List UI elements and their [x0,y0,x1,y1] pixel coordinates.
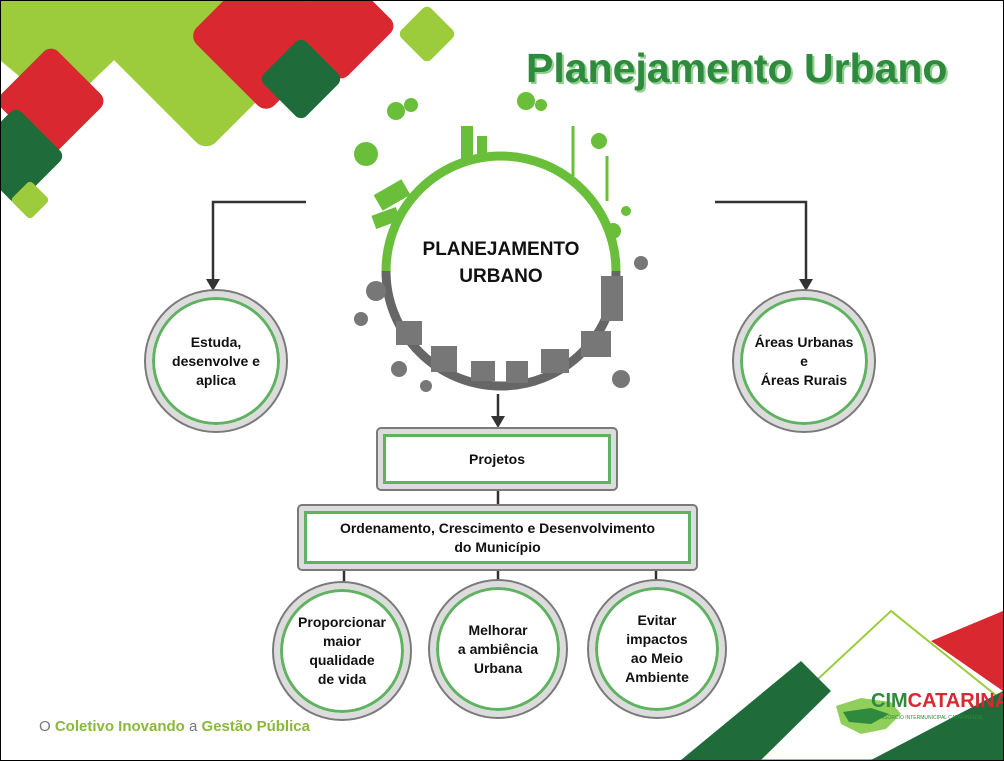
box-projetos: Projetos [378,429,616,489]
circle-proporcionar-line: qualidade [309,652,375,668]
connectors [211,200,808,586]
circle-melhorar: Melhorar a ambiência Urbana [430,581,566,717]
circle-evitar-line: Ambiente [625,669,689,685]
circle-proporcionar-line: de vida [317,671,367,687]
circle-proporcionar: Proporcionar maior qualidade de vida [274,583,410,719]
logo-map-icon [836,698,901,734]
logo-catarina: CATARINA [907,690,1004,712]
footer-part: Coletivo Inovando [54,718,190,735]
circle-proporcionar-line: Proporcionar [298,614,386,630]
cim-catarina-logo: CIMCATARINA CONSÓRCIO INTERMUNICIPAL CAT… [831,684,1003,746]
footer-part: a [189,718,202,735]
logo-wordmark: CIMCATARINA [871,690,1004,713]
circle-melhorar-line: Urbana [473,659,523,676]
box-ordenamento-line: Ordenamento, Crescimento e Desenvolvimen… [339,519,656,536]
page-title: Planejamento Urbano [526,45,948,91]
center-label-line-2: URBANO [459,266,543,287]
circle-proporcionar-line: maior [322,633,362,649]
center-label: PLANEJAMENTO URBANO [401,236,601,290]
footer-tagline: O Coletivo Inovando a Gestão Pública [39,718,310,735]
circle-estuda-line: desenvolve e [172,352,260,369]
circle-areas-line: e [800,352,808,369]
box-projetos-label: Projetos [468,450,525,467]
circle-estuda-line: Estuda, [190,333,242,350]
logo-cim: CIM [871,690,908,712]
corner-decoration-bottom-right [681,609,1003,760]
box-ordenamento: Ordenamento, Crescimento e Desenvolvimen… [299,506,696,569]
center-label-line-1: PLANEJAMENTO [422,239,580,260]
circle-melhorar-line: a ambiência [457,640,539,657]
footer-part: O [39,718,55,735]
circle-areas-line: Áreas Rurais [760,371,848,388]
circle-estuda-line: aplica [196,371,236,388]
circle-evitar-line: Evitar [637,612,677,628]
circle-areas-line: Áreas Urbanas [754,333,854,350]
circle-areas: Áreas Urbanas e Áreas Rurais [734,291,874,431]
planet-graphic [354,92,648,392]
footer-part: Gestão Pública [201,718,310,735]
logo-subtitle: CONSÓRCIO INTERMUNICIPAL CATARINENSE [873,715,984,721]
circle-estuda: Estuda, desenvolve e aplica [146,291,286,431]
circle-melhorar-line: Melhorar [468,621,528,638]
corner-decoration-top-left [1,1,455,219]
box-ordenamento-line: do Município [454,538,541,555]
arrowheads [206,279,813,428]
circle-evitar-line: ao Meio [630,650,684,666]
circle-evitar-line: impactos [626,631,688,647]
circle-evitar: Evitar impactos ao Meio Ambiente [589,581,725,717]
